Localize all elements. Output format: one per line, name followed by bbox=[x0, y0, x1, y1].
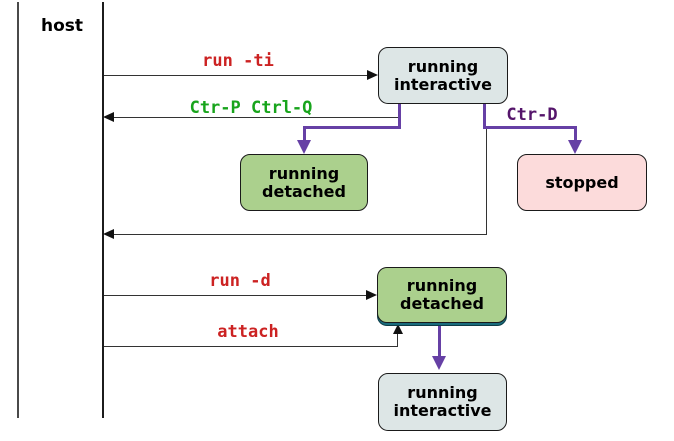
host-lifeline-outer bbox=[17, 2, 19, 418]
return-line-horizontal bbox=[112, 234, 487, 236]
edge-ctrp-ctrlq-line bbox=[112, 117, 401, 119]
state-running-detached-mid: running detached bbox=[240, 154, 368, 211]
edge-run-d-label: run -d bbox=[209, 271, 271, 291]
purple-elbow-stop-v2 bbox=[574, 126, 577, 142]
arrowhead-up-icon bbox=[393, 324, 403, 334]
purple-arrowhead-down-icon bbox=[297, 140, 311, 154]
edge-ctrp-ctrlq-label: Ctr-P Ctrl-Q bbox=[189, 98, 313, 118]
arrowhead-left-icon bbox=[103, 229, 114, 239]
purple-arrowhead-down-icon bbox=[568, 140, 582, 154]
edge-attach-line bbox=[104, 346, 398, 348]
edge-attach-label: attach bbox=[217, 322, 279, 342]
host-lifeline-inner bbox=[102, 2, 104, 418]
edge-run-ti-label: run -ti bbox=[202, 51, 274, 71]
edge-attach-elbow bbox=[397, 333, 399, 347]
edge-run-d-line bbox=[104, 295, 368, 297]
state-running-detached-bottom: running detached bbox=[377, 267, 507, 323]
edge-run-ti-line bbox=[104, 75, 369, 77]
state-running-interactive-top: running interactive bbox=[378, 47, 508, 104]
purple-elbow-detach-h bbox=[303, 126, 401, 129]
host-label: host bbox=[40, 16, 84, 36]
purple-elbow-detach-v2 bbox=[303, 126, 306, 142]
arrowhead-right-icon bbox=[367, 70, 378, 80]
arrowhead-right-icon bbox=[366, 290, 377, 300]
purple-arrow-bottom-v bbox=[438, 323, 441, 357]
return-line-vertical bbox=[486, 129, 488, 234]
state-running-interactive-bottom: running interactive bbox=[378, 373, 507, 431]
purple-elbow-detach-v1 bbox=[398, 104, 401, 129]
arrowhead-left-icon bbox=[103, 112, 114, 122]
purple-arrowhead-down-icon bbox=[432, 356, 446, 370]
state-stopped: stopped bbox=[517, 154, 647, 211]
purple-elbow-stop-h bbox=[483, 126, 577, 129]
purple-elbow-stop-v1 bbox=[483, 104, 486, 129]
edge-ctr-d-label: Ctr-D bbox=[506, 105, 558, 125]
